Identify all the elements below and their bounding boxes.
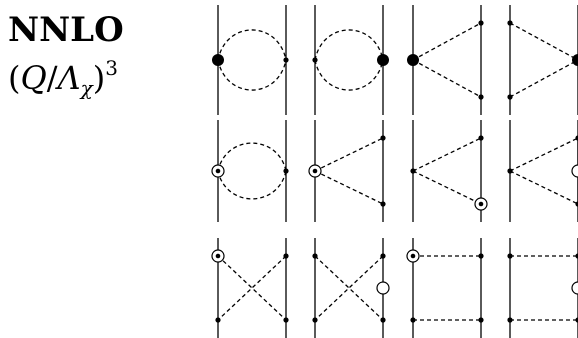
vertex-bottom-left bbox=[410, 317, 416, 323]
vertex-bottom-center bbox=[478, 201, 484, 207]
pion-loop-lower bbox=[217, 59, 287, 91]
pion-loop-upper bbox=[314, 29, 384, 61]
vertex-top-right bbox=[478, 253, 484, 259]
pion-line-lower bbox=[412, 170, 482, 205]
vertex-apex bbox=[507, 168, 513, 174]
vertex-top-left-center bbox=[215, 253, 221, 259]
vertex-apex-center bbox=[312, 168, 318, 174]
vertex-left bbox=[312, 57, 318, 63]
pion-loop-upper bbox=[217, 29, 287, 61]
vertex-bottom bbox=[507, 94, 513, 100]
pion-line-upper bbox=[509, 22, 578, 61]
vertex-bottom-right bbox=[478, 317, 484, 323]
vertex-right bbox=[283, 57, 289, 63]
diagram-3-1 bbox=[211, 238, 289, 338]
pion-loop-lower bbox=[217, 170, 287, 200]
vertex-bottom-right bbox=[575, 317, 578, 323]
pion-line-upper bbox=[412, 22, 482, 61]
diagram-2-3 bbox=[410, 120, 488, 222]
marker-right bbox=[571, 281, 578, 295]
vertex-top-right bbox=[575, 253, 578, 259]
pion-loop-lower bbox=[314, 59, 384, 91]
vertex-right bbox=[283, 168, 289, 174]
pion-line-cross-a bbox=[314, 255, 384, 321]
vertex-bottom bbox=[478, 94, 484, 100]
pion-line-cross-a bbox=[217, 255, 287, 321]
vertex-top-left-center bbox=[410, 253, 416, 259]
slash-symbol: / bbox=[46, 59, 58, 97]
vertex-top-right bbox=[283, 253, 289, 259]
marker-right bbox=[376, 281, 390, 295]
pion-line-lower bbox=[509, 59, 578, 98]
vertex-top bbox=[507, 20, 513, 26]
pion-line-upper bbox=[509, 137, 578, 172]
diagram-1-1 bbox=[212, 5, 289, 115]
pion-line-cross-b bbox=[314, 255, 384, 321]
vertex-bottom-left bbox=[507, 317, 513, 323]
diagram-2-4 bbox=[507, 120, 578, 222]
q-symbol: Q bbox=[20, 59, 47, 97]
vertex-apex bbox=[572, 54, 578, 66]
pion-line-upper bbox=[412, 137, 482, 172]
vertex-top-left bbox=[312, 253, 318, 259]
vertex-apex bbox=[410, 168, 416, 174]
diagram-3-3 bbox=[406, 238, 484, 338]
vertex-bottom-left bbox=[312, 317, 318, 323]
pion-line-lower bbox=[509, 170, 578, 205]
vertex-top bbox=[478, 135, 484, 141]
paren-open: ( bbox=[8, 59, 21, 97]
pion-line-cross-b bbox=[217, 255, 287, 321]
vertex-bottom-right bbox=[380, 317, 386, 323]
pion-line-upper bbox=[314, 137, 384, 172]
paren-close: ) bbox=[92, 59, 106, 97]
vertex-top-left bbox=[507, 253, 513, 259]
vertex-right bbox=[377, 54, 389, 66]
vertex-bottom-left bbox=[215, 317, 221, 323]
diagram-1-4 bbox=[507, 5, 578, 115]
order-label: NNLO bbox=[8, 10, 124, 50]
lambda-symbol: Λ bbox=[57, 59, 81, 97]
diagram-1-2 bbox=[312, 5, 389, 115]
vertex-top bbox=[478, 20, 484, 26]
diagram-3-4 bbox=[507, 238, 578, 338]
vertex-bottom-right bbox=[283, 317, 289, 323]
pion-loop-upper bbox=[217, 142, 287, 172]
exponent: 3 bbox=[105, 56, 118, 80]
power-counting-label: (Q/Λχ)3 bbox=[8, 56, 118, 100]
vertex-bottom bbox=[380, 201, 386, 207]
vertex-top bbox=[380, 135, 386, 141]
diagram-2-2 bbox=[308, 120, 386, 222]
pion-line-lower bbox=[314, 170, 384, 205]
diagram-3-2 bbox=[312, 238, 390, 338]
marker-right bbox=[571, 164, 578, 178]
pion-line-lower bbox=[412, 59, 482, 98]
vertex-left-center bbox=[215, 168, 221, 174]
chi-subscript: χ bbox=[80, 76, 93, 100]
vertex-top-right bbox=[380, 253, 386, 259]
vertex-left bbox=[212, 54, 224, 66]
diagram-2-1 bbox=[211, 120, 289, 222]
diagram-1-3 bbox=[407, 5, 484, 115]
vertex-apex bbox=[407, 54, 419, 66]
